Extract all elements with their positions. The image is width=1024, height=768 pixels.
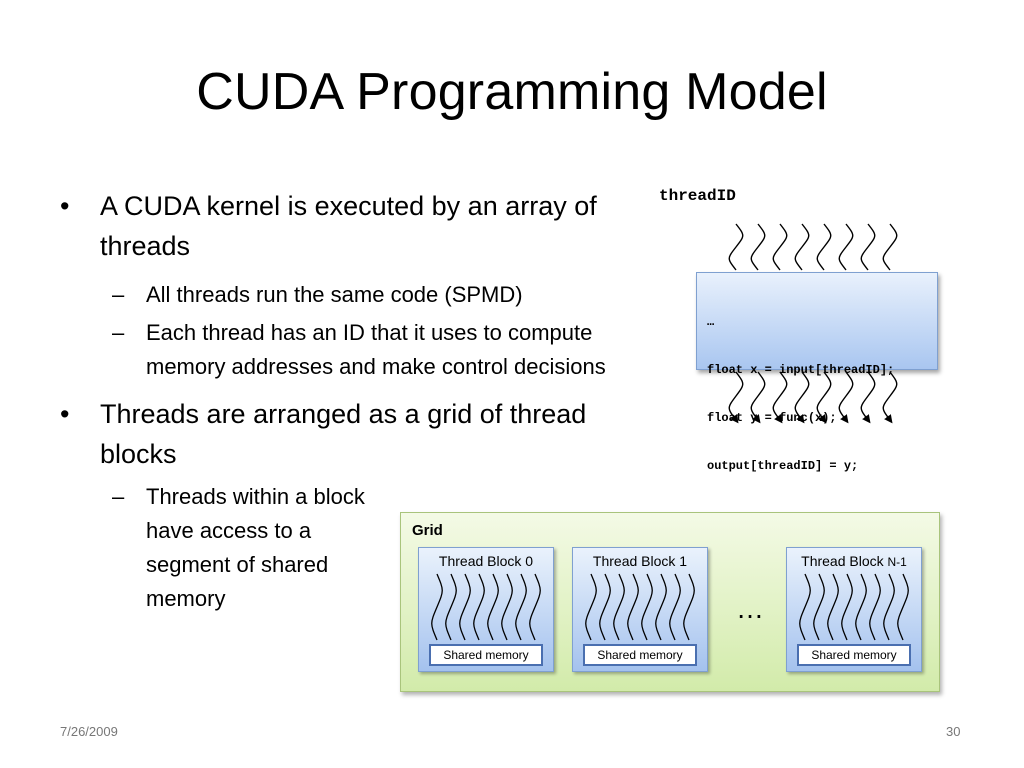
code-line: float y = func(x); — [707, 411, 837, 425]
sub-bullet-item: – Threads within a block have access to … — [60, 480, 366, 616]
thread-line — [613, 573, 625, 641]
kernel-code-box: … float x = input[threadID]; float y = f… — [696, 272, 938, 521]
thread-line — [794, 223, 810, 271]
thread-line — [529, 573, 541, 641]
grid-label: Grid — [412, 522, 443, 539]
thread-line — [813, 573, 825, 641]
bullet-text: A CUDA kernel is executed by an array of… — [100, 191, 597, 261]
footer-page-number: 30 — [946, 724, 961, 739]
shared-memory-box: Shared memory — [583, 644, 697, 666]
thread-line — [799, 573, 811, 641]
ellipsis: … — [736, 593, 764, 624]
code-line: float x = input[threadID]; — [707, 363, 895, 377]
thread-line — [869, 573, 881, 641]
footer-date: 7/26/2009 — [60, 724, 118, 739]
thread-line — [655, 573, 667, 641]
code-line: output[threadID] = y; — [707, 459, 859, 473]
sub-bullet-text: Threads within a block have access to a … — [146, 484, 365, 611]
thread-line — [855, 573, 867, 641]
thread-waves-icon — [799, 573, 909, 641]
thread-block-label: Thread Block 1 — [592, 553, 688, 569]
thread-block-1: Thread Block 1 Shared memory — [572, 547, 708, 672]
thread-line — [897, 573, 909, 641]
bullet-list: • A CUDA kernel is executed by an array … — [60, 186, 620, 616]
code-line: … — [707, 315, 715, 329]
thread-line — [816, 223, 832, 271]
thread-block-label: Thread Block 0 — [438, 553, 534, 569]
thread-line — [882, 223, 898, 271]
sub-bullet-item: – All threads run the same code (SPMD) — [60, 278, 620, 312]
thread-waves-icon — [585, 573, 695, 641]
sub-bullet-item: – Each thread has an ID that it uses to … — [60, 316, 620, 384]
thread-line — [459, 573, 471, 641]
thread-line — [841, 573, 853, 641]
thread-waves-icon — [431, 573, 541, 641]
sub-bullet-dash: – — [112, 484, 125, 509]
thread-line — [883, 573, 895, 641]
thread-line — [827, 573, 839, 641]
bullet-item: • Threads are arranged as a grid of thre… — [60, 394, 620, 474]
thread-line — [487, 573, 499, 641]
thread-line — [838, 223, 854, 271]
shared-memory-box: Shared memory — [429, 644, 543, 666]
thread-block-n-1: Thread Block N-1 Shared memory — [786, 547, 922, 672]
thread-line — [431, 573, 443, 641]
thread-line — [501, 573, 513, 641]
incoming-threads-icon — [728, 223, 898, 271]
thread-line — [473, 573, 485, 641]
sub-bullet-text: Each thread has an ID that it uses to co… — [146, 320, 606, 379]
thread-block-label: Thread Block N-1 — [801, 553, 907, 569]
thread-line — [750, 223, 766, 271]
slide-title: CUDA Programming Model — [196, 63, 828, 121]
bullet-item: • A CUDA kernel is executed by an array … — [60, 186, 620, 266]
thread-id-label: threadID — [659, 187, 736, 205]
thread-line — [585, 573, 597, 641]
thread-line — [515, 573, 527, 641]
thread-line — [599, 573, 611, 641]
thread-line — [445, 573, 457, 641]
grid-diagram: Grid Thread Block 0 Shared memory Thread… — [400, 512, 940, 692]
bullet-dot: • — [60, 399, 70, 429]
thread-line — [860, 223, 876, 271]
thread-line — [641, 573, 653, 641]
thread-line — [683, 573, 695, 641]
sub-bullet-dash: – — [112, 320, 125, 345]
shared-memory-box: Shared memory — [797, 644, 911, 666]
thread-line — [728, 223, 744, 271]
thread-line — [772, 223, 788, 271]
sub-bullet-text: All threads run the same code (SPMD) — [146, 282, 523, 307]
thread-block-0: Thread Block 0 Shared memory — [418, 547, 554, 672]
bullet-dot: • — [60, 191, 70, 221]
sub-bullet-dash: – — [112, 282, 125, 307]
thread-line — [627, 573, 639, 641]
bullet-text: Threads are arranged as a grid of thread… — [100, 399, 587, 469]
thread-line — [669, 573, 681, 641]
